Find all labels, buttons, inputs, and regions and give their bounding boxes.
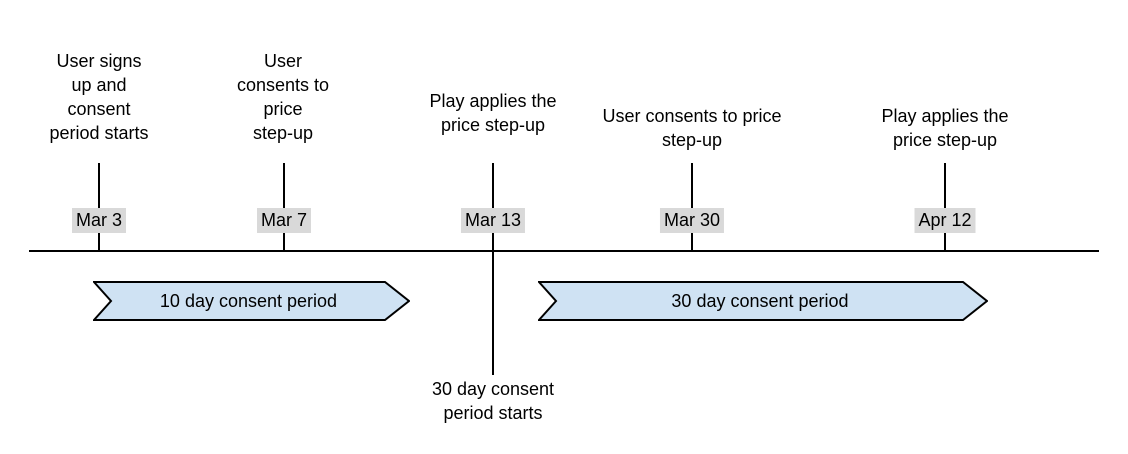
- event-date-chip-mar3: Mar 3: [71, 208, 127, 233]
- event-tick-mar3: [98, 163, 100, 250]
- event-label-consent-1: User consents to price step-up: [236, 51, 330, 143]
- event-tick-apr12: [944, 163, 946, 250]
- chevron-arrow-polygon: [93, 281, 410, 321]
- annotation-30day-start: 30 day consent period starts: [431, 379, 555, 423]
- event-date-chip-apr12: Apr 12: [914, 208, 976, 233]
- consent-period-arrow-30day: 30 day consent period: [538, 281, 988, 321]
- event-date-chip-mar7: Mar 7: [256, 208, 312, 233]
- chevron-arrow-shape: [538, 281, 988, 321]
- period-label-10day: 10 day consent period: [159, 290, 338, 311]
- chevron-arrow-shape: [93, 281, 410, 321]
- chevron-arrow-polygon: [538, 281, 988, 321]
- timeline-axis: [29, 250, 1099, 252]
- event-label-consent-2: User consents to price step-up: [602, 106, 782, 150]
- event-label-signup: User signs up and consent period starts: [49, 51, 149, 143]
- event-date-chip-mar30: Mar 30: [659, 208, 725, 233]
- event-tick-mar7: [283, 163, 285, 250]
- consent-period-arrow-10day: 10 day consent period: [93, 281, 410, 321]
- event-label-apply-1: Play applies the price step-up: [429, 91, 557, 135]
- event-label-apply-2: Play applies the price step-up: [881, 106, 1009, 150]
- period-label-30day: 30 day consent period: [671, 290, 849, 311]
- event-date-chip-mar13: Mar 13: [460, 208, 526, 233]
- event-tick-mar13: [492, 163, 494, 375]
- event-tick-mar30: [691, 163, 693, 250]
